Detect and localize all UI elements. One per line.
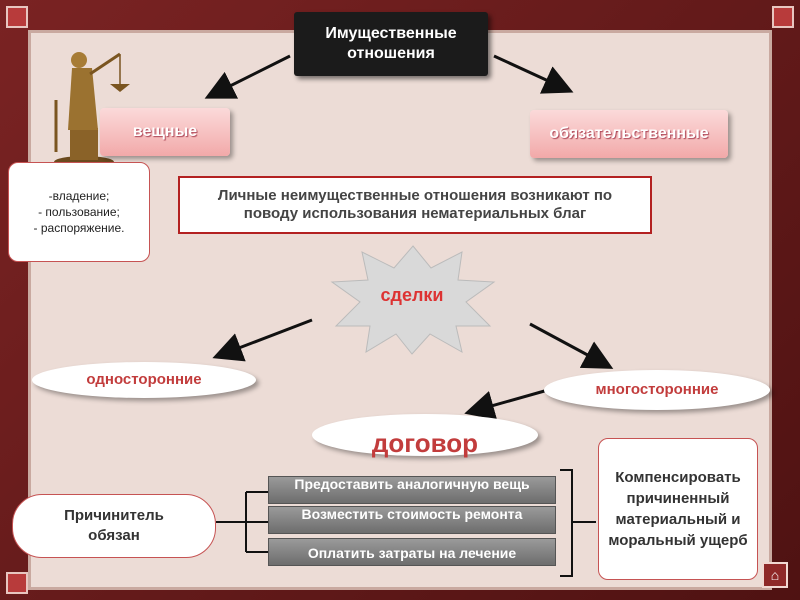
unilateral-text: односторонние — [86, 371, 202, 388]
option-provide-text: Предоставить аналогичную вещь — [294, 476, 530, 492]
arrow-to-left-type — [204, 54, 291, 99]
arrow-to-unilateral — [212, 318, 313, 362]
personal-relations-box: Личные неимущественные отношения возника… — [178, 176, 652, 234]
corner-square — [6, 572, 28, 594]
deals-text: сделки — [380, 284, 444, 305]
option-row: Возместить стоимость ремонта — [268, 506, 556, 534]
personal-relations-text: Личные неимущественные отношения возника… — [217, 187, 613, 222]
option-row: Оплатить затраты на лечение — [268, 538, 556, 566]
unilateral-ellipse: односторонние — [32, 362, 256, 398]
obligated-scroll: Причинитель обязан — [12, 494, 216, 558]
option-repair-text: Возместить стоимость ремонта — [301, 506, 523, 522]
corner-square — [772, 6, 794, 28]
title-box: Имущественные отношения — [294, 12, 488, 76]
home-icon[interactable]: ⌂ — [762, 562, 788, 588]
left-bracket — [216, 491, 268, 553]
deals-burst — [330, 245, 496, 355]
right-type-text: обязательственные — [549, 125, 709, 142]
deals-label: сделки — [352, 280, 472, 310]
arrow-to-right-type — [493, 54, 574, 94]
title-text: Имущественные отношения — [325, 25, 457, 62]
right-possession: -владение; — [48, 189, 110, 203]
compensate-scroll: Компенсировать причиненный материальный … — [598, 438, 758, 580]
arrow-to-multilateral — [529, 322, 614, 369]
right-bracket — [560, 469, 596, 577]
compensate-text: Компенсировать причиненный материальный … — [608, 469, 748, 549]
right-type-box: обязательственные — [530, 110, 728, 158]
right-disposal: - распоряжение. — [33, 221, 125, 235]
arrow-to-contract — [464, 388, 549, 420]
left-type-text: вещные — [132, 123, 198, 140]
option-treatment-text: Оплатить затраты на лечение — [307, 545, 517, 561]
rights-scroll: -владение; - пользование; - распоряжение… — [8, 162, 150, 262]
obligated-text: Причинитель обязан — [64, 507, 164, 544]
right-use: - пользование; — [38, 205, 120, 219]
left-type-box: вещные — [100, 108, 230, 156]
contract-text: договор — [371, 428, 479, 458]
multilateral-ellipse: многосторонние — [544, 370, 770, 410]
contract-ellipse: договор — [312, 414, 538, 458]
option-row: Предоставить аналогичную вещь — [268, 476, 556, 504]
corner-square — [6, 6, 28, 28]
multilateral-text: многосторонние — [595, 381, 719, 398]
